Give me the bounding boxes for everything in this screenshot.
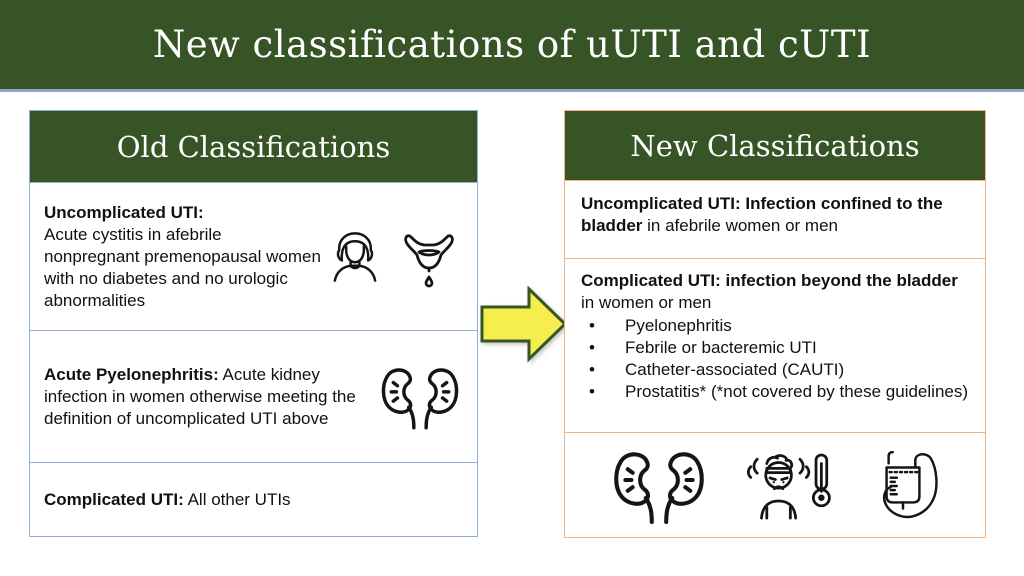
old-row-complicated-text: Complicated UTI: All other UTIs (30, 479, 477, 521)
old-row-pyelonephritis-term: Acute Pyelonephritis: (44, 364, 219, 384)
old-table-header: Old Classifications (30, 111, 477, 182)
bullet-febrile-bacteremic: Febrile or bacteremic UTI (581, 337, 971, 359)
new-table-header: New Classifications (565, 111, 985, 180)
new-row-complicated-uti: Complicated UTI: infection beyond the bl… (565, 258, 985, 432)
old-row-uncomplicated-uti: Uncomplicated UTI:Acute cystitis in afeb… (30, 182, 477, 330)
new-row-complicated-term: Complicated UTI: infection beyond the bl… (581, 271, 958, 290)
new-row-uncomplicated-term: Uncomplicated UTI: Infection confined to… (581, 194, 943, 235)
new-row-icons (565, 432, 985, 538)
bullet-prostatitis: Prostatitis* (*not covered by these guid… (581, 381, 971, 403)
new-row-uncomplicated-uti: Uncomplicated UTI: Infection confined to… (565, 180, 985, 258)
kidneys-icon (381, 367, 459, 429)
bladder-icon (404, 233, 454, 287)
old-table-header-label: Old Classifications (116, 129, 391, 164)
old-row-acute-pyelonephritis: Acute Pyelonephritis: Acute kidney infec… (30, 330, 477, 462)
new-classifications-table: New Classifications Uncomplicated UTI: I… (564, 110, 986, 538)
bullet-pyelonephritis: Pyelonephritis (581, 315, 971, 337)
old-row-pyelonephritis-text: Acute Pyelonephritis: Acute kidney infec… (30, 354, 379, 440)
title-banner: New classifications of uUTI and cUTI (0, 0, 1024, 92)
new-row-uncomplicated-desc: in afebrile women or men (642, 216, 838, 235)
new-table-header-label: New Classifications (630, 128, 920, 163)
right-arrow (480, 286, 568, 363)
kidneys-icon (614, 451, 704, 524)
complicated-uti-bullet-list: Pyelonephritis Febrile or bacteremic UTI… (581, 315, 971, 403)
old-row-uncomplicated-desc: Acute cystitis in afebrile nonpregnant p… (44, 224, 321, 310)
old-classifications-table: Old Classifications Uncomplicated UTI:Ac… (29, 110, 478, 537)
fever-person-icon (746, 453, 831, 519)
bullet-catheter-associated: Catheter-associated (CAUTI) (581, 359, 971, 381)
woman-icon (333, 231, 377, 282)
old-row-complicated-desc: All other UTIs (183, 489, 291, 509)
old-row-pyelonephritis-desc: Acute kidney infection in women otherwis… (44, 364, 356, 428)
old-row-pyelonephritis-icons (379, 364, 477, 430)
new-row-complicated-text: Complicated UTI: infection beyond the bl… (565, 259, 985, 413)
old-row-uncomplicated-text: Uncomplicated UTI:Acute cystitis in afeb… (30, 192, 327, 322)
old-row-uncomplicated-term: Uncomplicated UTI: (44, 202, 204, 222)
new-row-complicated-desc: in women or men (581, 293, 712, 312)
catheter-bag-icon (882, 450, 938, 518)
old-row-complicated-term: Complicated UTI: (44, 489, 184, 509)
old-row-complicated-uti: Complicated UTI: All other UTIs (30, 462, 477, 536)
slide-title: New classifications of uUTI and cUTI (152, 23, 872, 66)
new-row-uncomplicated-text: Uncomplicated UTI: Infection confined to… (565, 181, 985, 247)
old-row-uncomplicated-icons (327, 224, 477, 290)
